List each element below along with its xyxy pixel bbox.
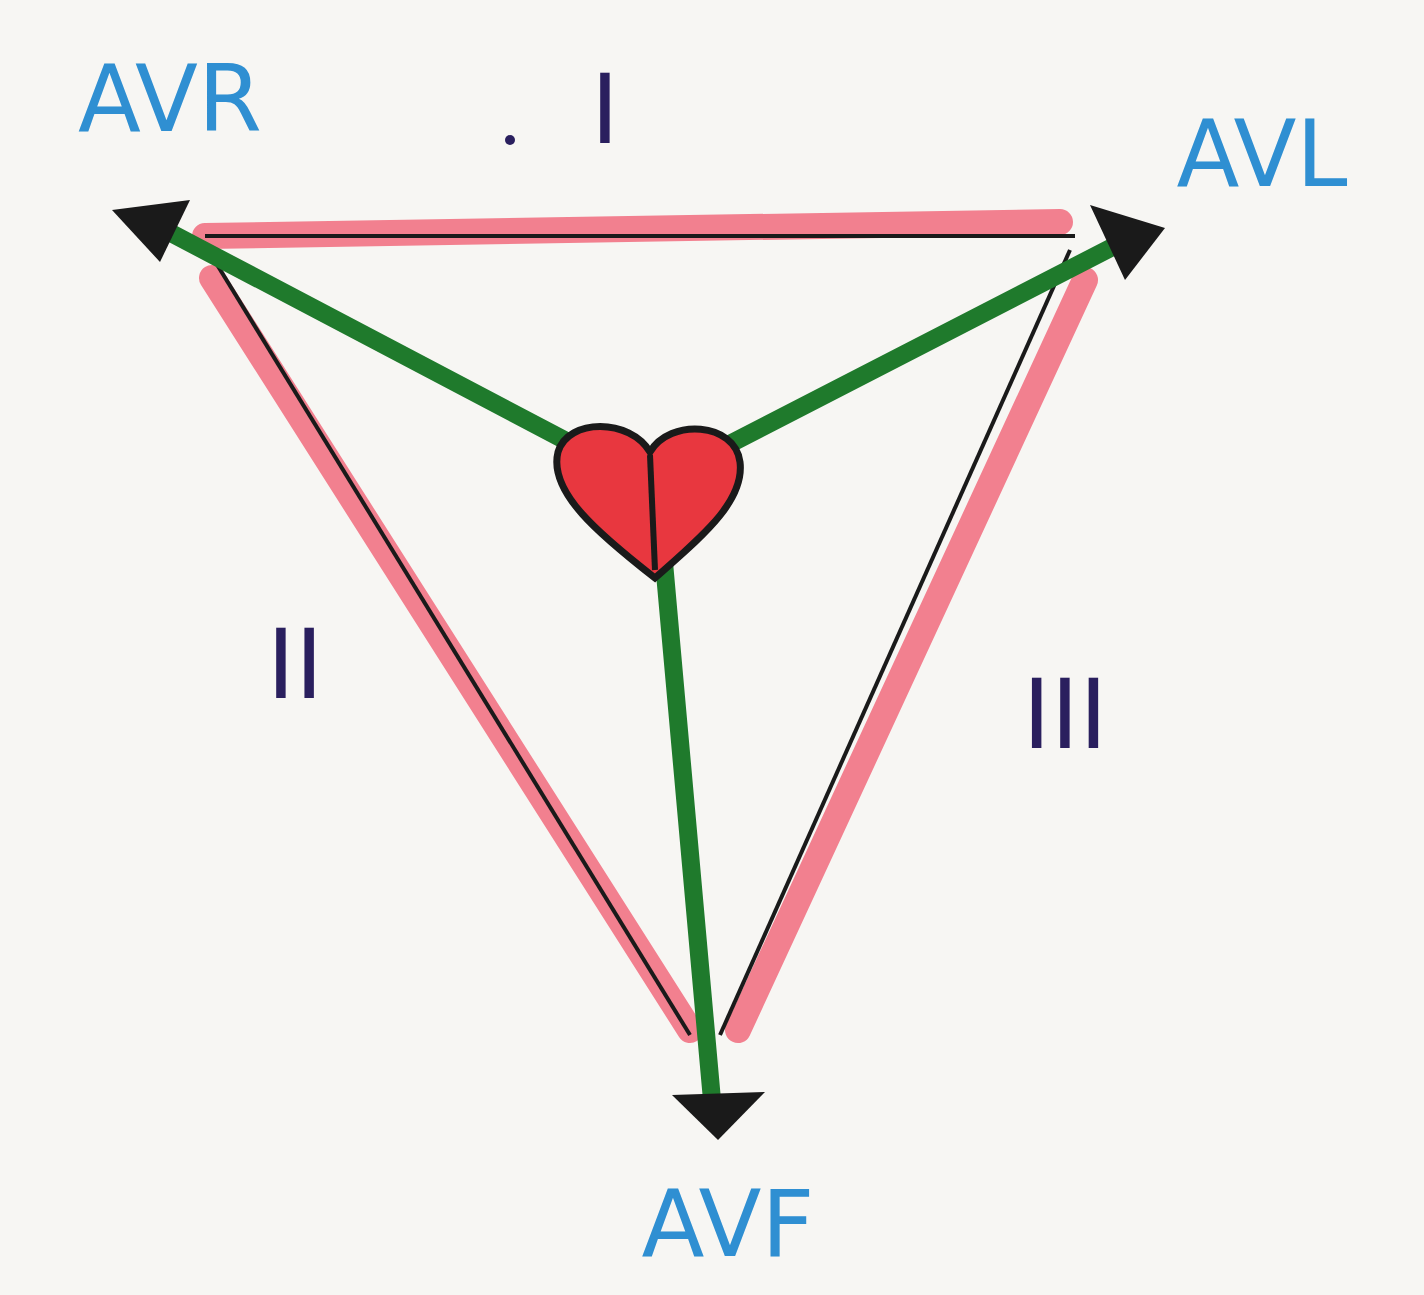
arrowhead [1090,205,1165,280]
lead-name: AVL [1176,109,1347,201]
arrowhead [112,200,190,262]
arrowhead [672,1092,765,1140]
heart-symbol [557,427,741,579]
heart-septum [650,455,655,570]
lead-i-band [205,222,1060,236]
axis-vectors [112,200,1165,1140]
lead-i-line [205,234,1075,238]
avf-vector [662,540,712,1100]
lead-number: I [591,62,619,158]
lead-number: II [267,617,324,713]
lead-ii-line [205,245,690,1035]
lead-iii-band [738,280,1085,1030]
triangle-sides [205,222,1085,1035]
ink-dot [505,135,515,145]
lead-name: AVR [78,54,262,146]
lead-name: AVF [642,1179,815,1271]
lead-number: III [1023,667,1108,763]
